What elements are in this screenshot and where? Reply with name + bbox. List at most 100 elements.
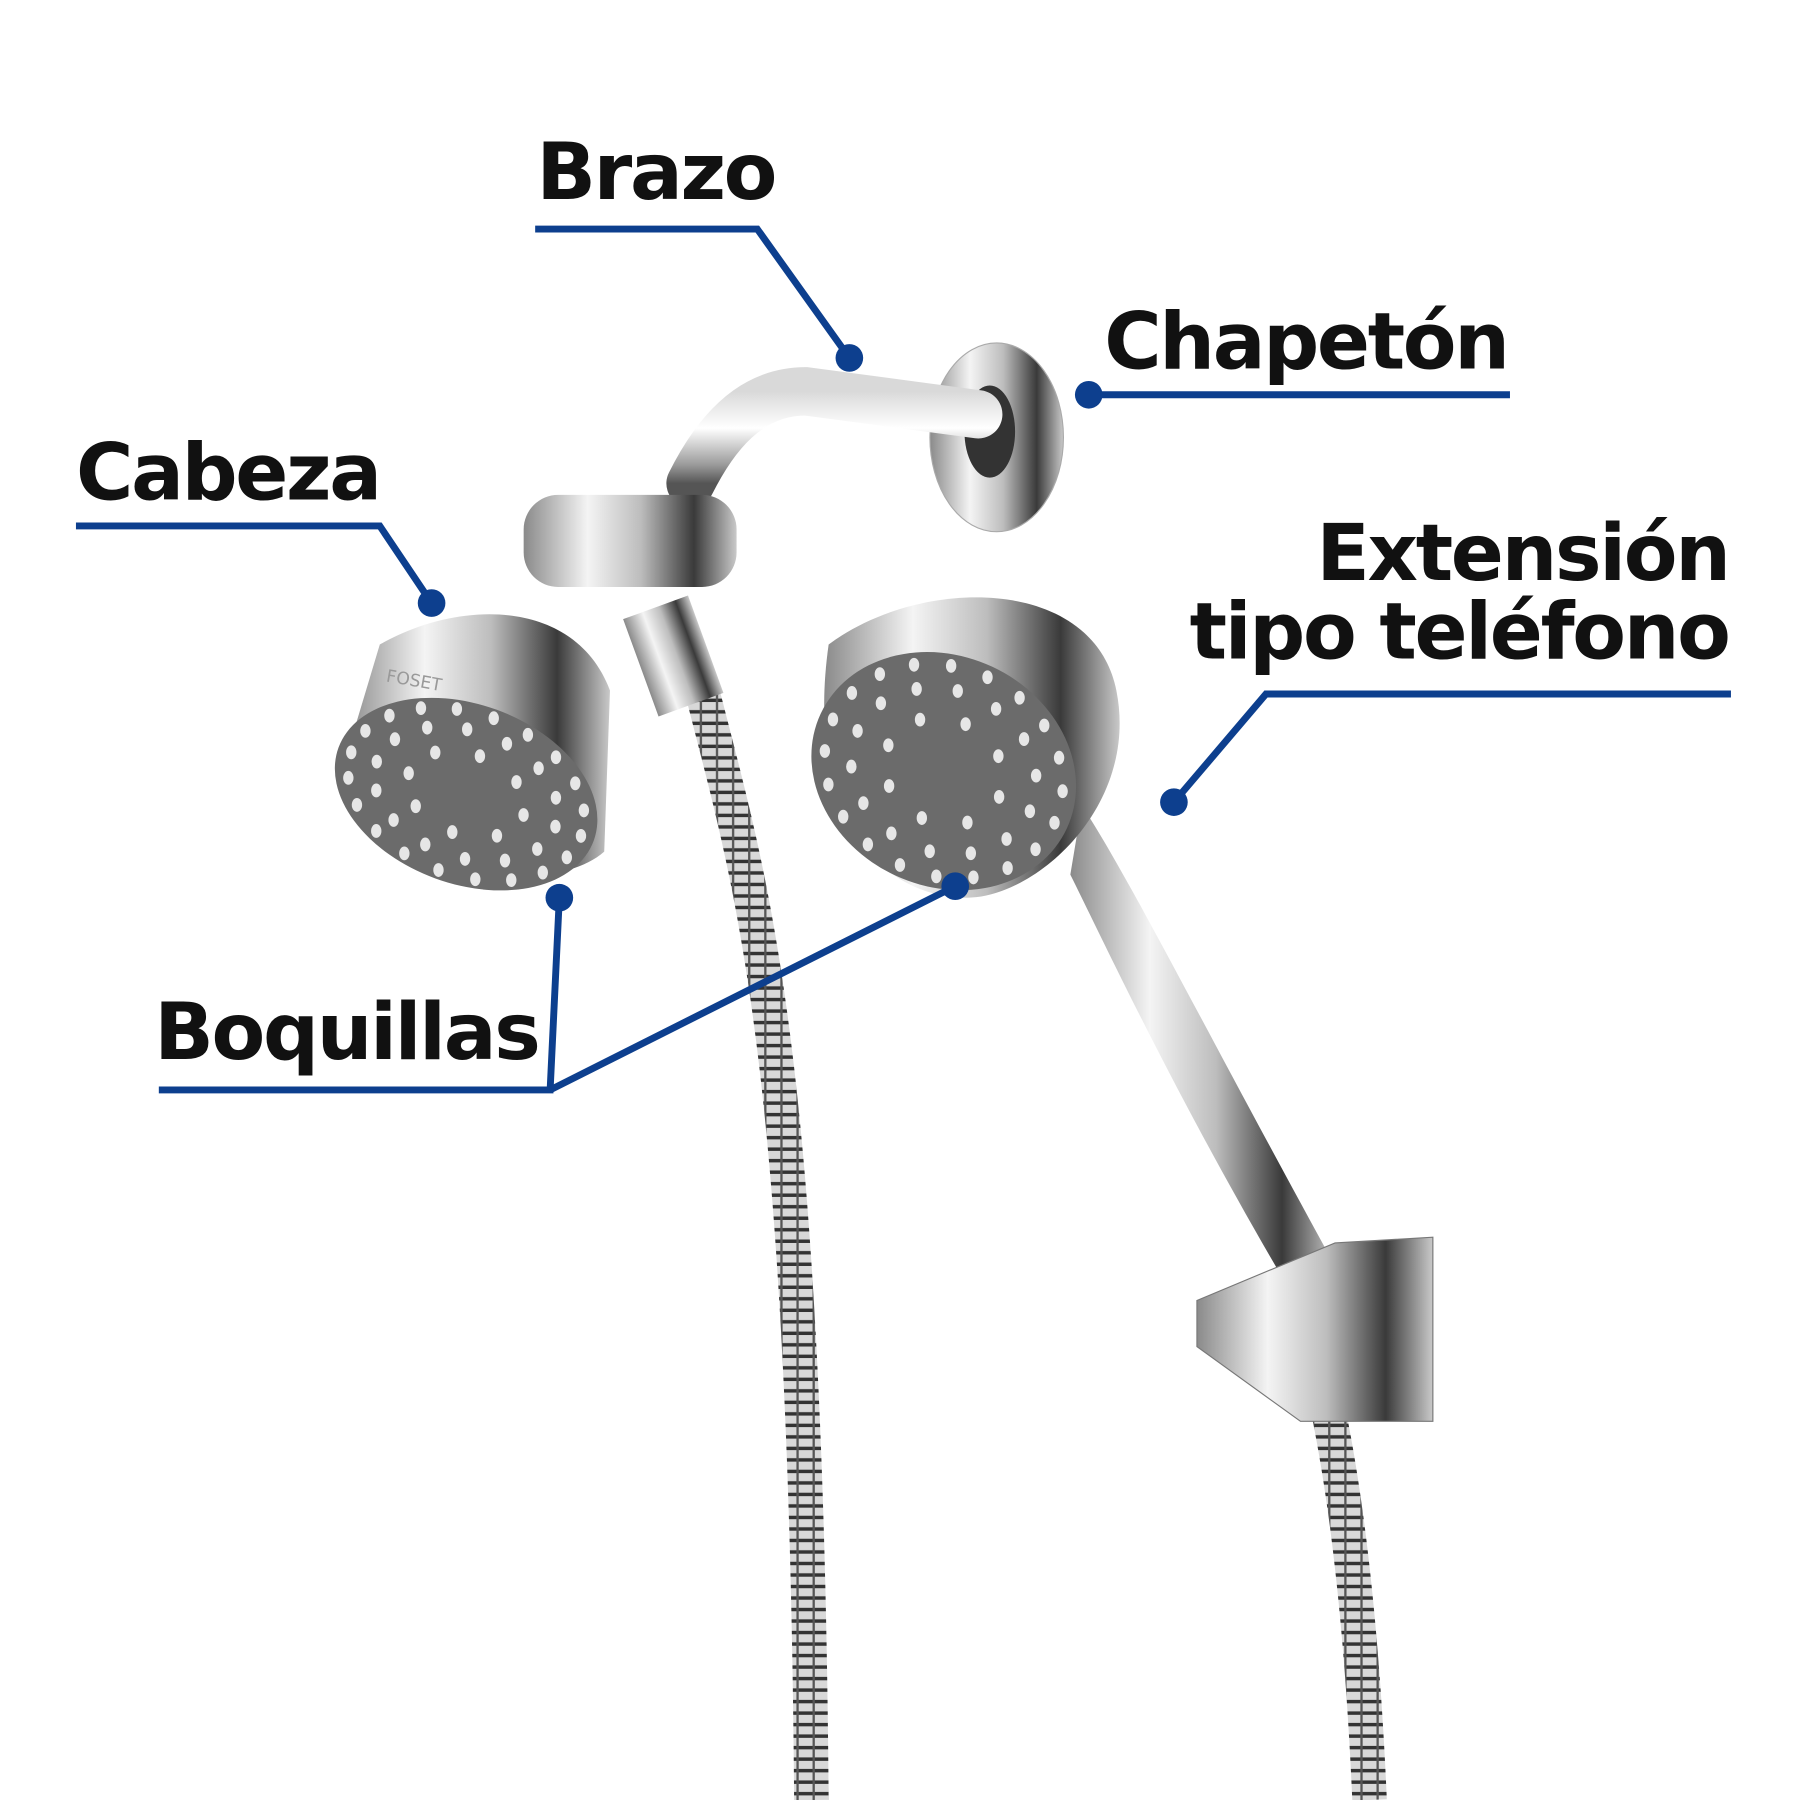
nozzle-dot <box>894 858 906 872</box>
callout-nozzles: Boquillas <box>154 872 970 1094</box>
nozzle-dot <box>451 702 463 716</box>
label-handheld-line2: tipo teléfono <box>1190 586 1729 677</box>
nozzle-dot <box>491 828 503 843</box>
nozzle-dot <box>360 723 371 738</box>
diverter <box>523 494 737 587</box>
nozzle-dot <box>968 870 979 885</box>
nozzle-dot <box>1014 690 1025 705</box>
nozzle-dot <box>914 712 926 727</box>
nozzle-dot <box>371 824 382 838</box>
nozzle-dot <box>846 759 857 774</box>
nozzle-dot <box>488 711 499 726</box>
nozzle-dot <box>346 745 357 760</box>
nozzle-dot <box>389 732 401 747</box>
nozzle-dot <box>883 738 894 753</box>
callout-head: Cabeza <box>75 427 446 617</box>
nozzle-dot <box>993 790 1005 804</box>
callout-handheld: Extensión tipo teléfono <box>1160 508 1731 816</box>
nozzle-dot <box>960 717 971 732</box>
nozzle-dot <box>384 708 395 723</box>
nozzle-dot <box>420 837 431 852</box>
nozzle-dot <box>883 779 895 793</box>
nozzle-dot <box>399 846 410 861</box>
fixed-shower-head: FOSET <box>334 614 610 891</box>
nozzle-dot <box>550 790 562 805</box>
nozzle-dot <box>962 815 973 830</box>
nozzle-dot <box>1057 784 1068 799</box>
nozzle-dot <box>965 846 977 861</box>
nozzle-dot <box>1002 861 1013 875</box>
nozzle-dot <box>433 863 444 877</box>
nozzle-dot <box>430 745 441 760</box>
nozzle-dot <box>1030 768 1042 783</box>
nozzle-dot <box>990 701 1002 716</box>
nozzle-dot <box>858 796 869 811</box>
nozzle-dot <box>532 842 543 856</box>
nozzle-dot <box>522 727 534 742</box>
hose-right <box>1312 1412 1387 1800</box>
nozzle-dot <box>1024 804 1036 819</box>
callout-dot-nozzles-handheld <box>941 872 970 900</box>
nozzle-dot <box>993 749 1004 764</box>
label-head: Cabeza <box>76 427 380 518</box>
nozzle-dot <box>886 826 897 841</box>
nozzle-dot <box>506 873 517 888</box>
nozzle-dot <box>422 720 433 735</box>
nozzle-dot <box>499 853 511 868</box>
nozzle-dot <box>462 722 473 737</box>
nozzle-dot <box>578 803 590 818</box>
callout-dot-nozzles-fixed <box>545 883 574 912</box>
nozzle-dot <box>447 825 458 839</box>
nozzle-dot <box>931 869 942 884</box>
nozzle-dot <box>823 777 834 792</box>
nozzle-dot <box>827 712 839 727</box>
leader-line-arm <box>535 225 853 360</box>
product-illustration: FOSET <box>334 342 1434 1800</box>
leader-line-nozzles-b <box>548 883 957 1093</box>
nozzle-dot <box>924 844 935 859</box>
nozzle-dot <box>351 798 363 812</box>
nozzle-dot <box>410 799 421 814</box>
nozzle-dot <box>1049 815 1060 830</box>
nozzle-dot <box>470 872 481 887</box>
callout-dot-handheld <box>1160 788 1188 816</box>
label-arm: Brazo <box>536 127 775 218</box>
nozzle-dot <box>537 865 548 880</box>
callout-flange: Chapetón <box>1074 296 1510 409</box>
hose-left <box>685 686 829 1800</box>
nozzle-dot <box>415 701 427 716</box>
nozzle-face-fixed <box>334 697 598 891</box>
nozzle-dot <box>908 657 920 672</box>
nozzle-dot <box>561 850 572 865</box>
nozzle-dot <box>511 775 522 789</box>
callout-arm: Brazo <box>535 127 864 372</box>
nozzle-dot <box>550 819 561 834</box>
nozzle-dot <box>518 808 529 822</box>
nozzle-dot <box>838 809 849 824</box>
nozzle-dot <box>575 829 587 843</box>
nozzle-dot <box>1018 732 1030 746</box>
nozzle-dot <box>550 750 562 765</box>
nozzle-dot <box>1001 832 1012 846</box>
nozzle-dot <box>343 770 354 785</box>
nozzle-dot <box>388 813 399 827</box>
nozzle-dot <box>501 736 513 751</box>
nozzle-dot <box>371 754 382 769</box>
label-nozzles: Boquillas <box>154 987 538 1078</box>
nozzle-face-handheld <box>811 652 1077 891</box>
nozzle-dot <box>1053 750 1065 765</box>
callout-dot-head <box>417 589 446 617</box>
nozzle-dot <box>875 696 887 711</box>
callout-dot-flange <box>1074 380 1103 409</box>
nozzle-dot <box>952 684 963 698</box>
leader-line-handheld <box>1171 690 1731 805</box>
leader-line-head <box>75 522 435 605</box>
nozzle-dot <box>371 783 382 798</box>
callout-dot-arm <box>835 344 864 372</box>
nozzle-dot <box>1030 842 1041 857</box>
nozzle-dot <box>533 761 544 776</box>
nozzle-dot <box>852 724 863 738</box>
nozzle-dot <box>474 749 486 764</box>
nozzle-dot <box>916 811 928 825</box>
